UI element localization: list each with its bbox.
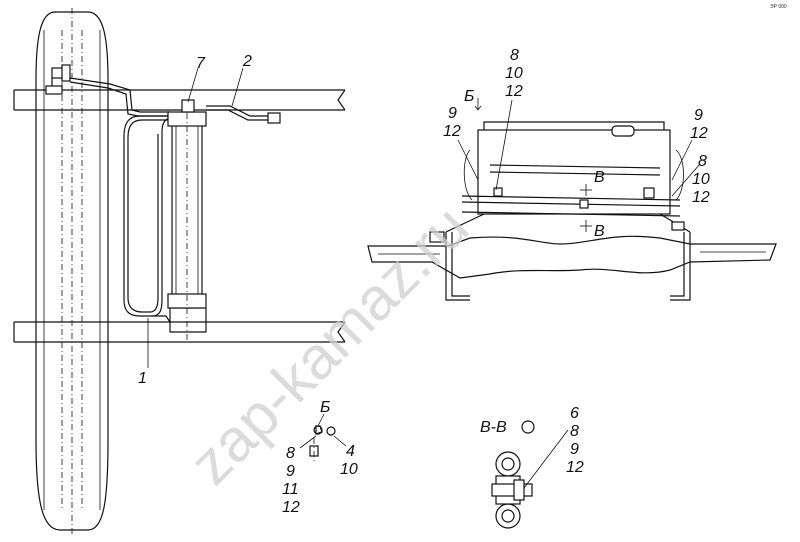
section-title: В-В [480,419,507,436]
right-view: 8 10 12 Б 9 12 9 12 8 10 12 В В [367,47,777,301]
return-line-loop [123,115,173,323]
frame-rail-lower [13,321,346,343]
corner-ref: ЭР 000 [770,4,787,10]
leader-2 [231,67,244,107]
callout-1: 1 [138,370,147,387]
section-v-v: В-В 6 8 9 12 [480,405,584,529]
detail-washer [326,426,336,436]
tank-straps [461,187,681,217]
detail-b: Б 8 9 11 12 4 10 [282,399,358,516]
callout-detail-9: 9 [286,463,295,480]
callout-2: 2 [242,53,252,70]
callout-sec-12: 12 [566,459,584,476]
callout-detail-4: 4 [346,443,355,460]
watermark: zap-kamaz.ru [177,193,481,497]
callout-right-10: 10 [692,171,710,188]
callout-sec-9: 9 [570,441,579,458]
callout-detail-12: 12 [282,499,300,516]
callout-top-8: 8 [510,47,519,64]
callout-detail-10: 10 [340,461,358,478]
callout-section-v-bottom: В [594,223,605,240]
callout-left-9: 9 [448,105,457,122]
tank-body [463,121,684,215]
fuel-line [45,64,170,117]
callout-sec-6: 6 [570,405,579,422]
outlet-pipe [206,105,281,124]
tank-brackets [429,213,691,301]
callout-detail-11: 11 [282,481,299,498]
frame-rail-upper [13,89,346,111]
fuel-filter-cylinder [167,99,207,340]
callout-detail-8: 8 [286,445,295,462]
callout-right-12: 12 [690,125,708,142]
left-view: 7 2 1 [13,8,346,536]
callout-right-8: 8 [698,153,707,170]
leader-7 [187,67,199,103]
callout-right-12b: 12 [692,189,710,206]
callout-left-12: 12 [443,123,461,140]
section-circle-mark [521,420,535,434]
callout-section-v-top: В [594,169,605,186]
callout-view-b: Б [464,88,474,105]
callout-sec-8: 8 [570,423,579,440]
cross-member [367,235,777,279]
callout-top-10: 10 [505,65,523,82]
callout-right-9: 9 [694,107,703,124]
callout-7: 7 [196,55,206,72]
callout-detail-b: Б [320,399,330,416]
callout-top-12: 12 [505,83,523,100]
